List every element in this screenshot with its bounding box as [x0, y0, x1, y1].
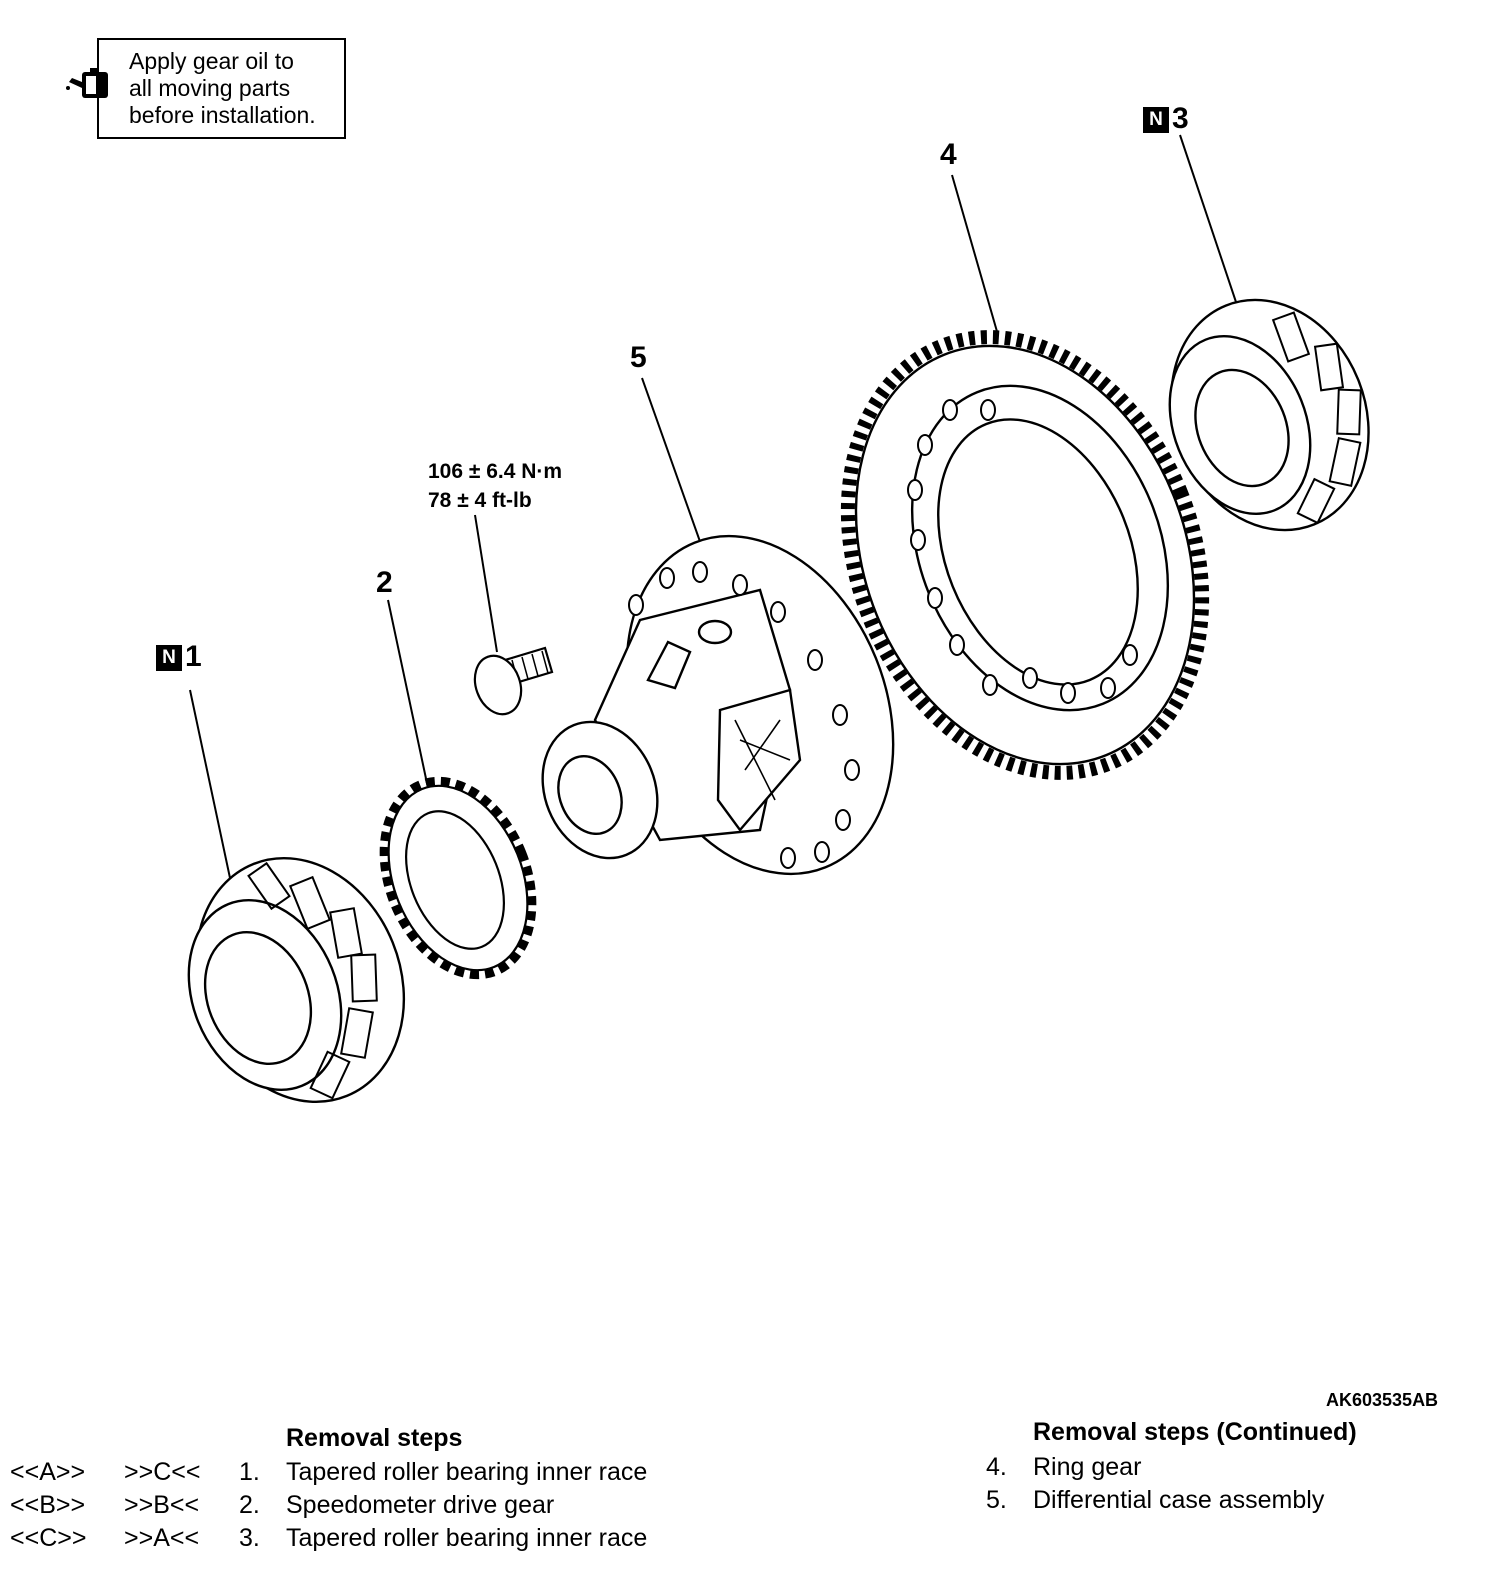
removal-step-row: 5. Differential case assembly [986, 1484, 1466, 1517]
leader-line-4 [951, 174, 999, 336]
bolt [473, 646, 554, 716]
leader-line-1 [189, 689, 231, 879]
gear-oil-note: Apply gear oil to all moving parts befor… [97, 38, 346, 139]
callout-4-label: 4 [940, 138, 957, 171]
callout-1-label: 1 [185, 640, 202, 673]
torque-spec: 106 ± 6.4 N·m 78 ± 4 ft-lb [428, 457, 562, 515]
step-name: Tapered roller bearing inner race [286, 1458, 648, 1486]
part-1-tapered-roller-bearing [187, 856, 406, 1104]
callout-3-label: 3 [1172, 102, 1189, 135]
step-number: 5. [986, 1486, 1007, 1514]
callout-5-label: 5 [630, 341, 647, 374]
note-line-3: before installation. [129, 102, 316, 128]
gear-oil-note-text: Apply gear oil to all moving parts befor… [129, 48, 316, 129]
step-number: 2. [239, 1491, 260, 1519]
leader-line-torque [474, 514, 498, 653]
removal-steps-continued-title: Removal steps (Continued) [1033, 1418, 1357, 1446]
oil-can-icon [66, 68, 108, 98]
removal-steps-title: Removal steps [286, 1424, 463, 1452]
callout-2-label: 2 [376, 566, 393, 599]
figure-id: AK603535AB [1326, 1390, 1439, 1410]
part-5-differential-case [541, 534, 895, 876]
callout-5: 5 [630, 343, 647, 373]
removal-ref: <<B>> [10, 1491, 86, 1519]
leader-line-5 [641, 377, 704, 551]
part-4-ring-gear [840, 330, 1210, 780]
step-number: 1. [239, 1458, 260, 1486]
callout-2: 2 [376, 568, 393, 598]
removal-ref: <<C>> [10, 1524, 87, 1552]
install-ref: >>B<< [124, 1491, 200, 1519]
removal-step-row: 4. Ring gear [986, 1451, 1466, 1484]
step-name: Differential case assembly [1033, 1486, 1325, 1514]
step-name: Tapered roller bearing inner race [286, 1524, 648, 1552]
removal-step-row: <<C>> >>A<< 3. Tapered roller bearing in… [0, 1522, 700, 1555]
callout-4: 4 [940, 140, 957, 170]
part-3-tapered-roller-bearing [1168, 298, 1370, 532]
new-part-badge: N [156, 645, 182, 671]
step-number: 3. [239, 1524, 260, 1552]
note-line-2: all moving parts [129, 75, 291, 101]
install-ref: >>A<< [124, 1524, 200, 1552]
removal-step-row: <<B>> >>B<< 2. Speedometer drive gear [0, 1489, 700, 1522]
removal-ref: <<A>> [10, 1458, 86, 1486]
step-name: Speedometer drive gear [286, 1491, 555, 1519]
step-name: Ring gear [1033, 1453, 1142, 1481]
torque-imperial: 78 ± 4 ft-lb [428, 489, 532, 512]
torque-metric: 106 ± 6.4 N·m [428, 460, 563, 483]
removal-step-row: <<A>> >>C<< 1. Tapered roller bearing in… [0, 1456, 700, 1489]
leader-line-2 [387, 599, 429, 789]
note-line-1: Apply gear oil to [129, 48, 294, 74]
install-ref: >>C<< [124, 1458, 201, 1486]
part-2-speedometer-drive-gear [379, 776, 537, 980]
new-part-badge: N [1143, 107, 1169, 133]
leader-line-3 [1179, 134, 1239, 309]
step-number: 4. [986, 1453, 1007, 1481]
